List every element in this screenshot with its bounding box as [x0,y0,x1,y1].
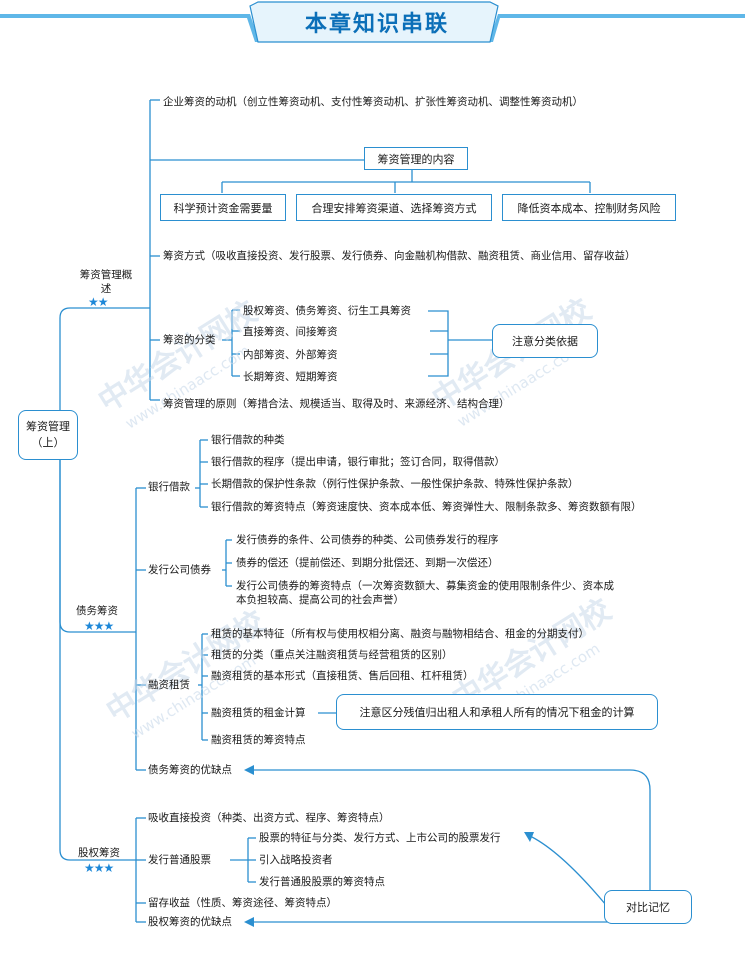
class-note-box: 注意分类依据 [492,324,598,358]
lease-item: 融资租赁的筹资特点 [211,734,306,746]
lease-item: 租赁的分类（重点关注融资租赁与经营租赁的区别） [211,649,453,661]
bank-item: 长期借款的保护性条款（例行性保护条款、一般性保护条款、特殊性保护条款） [211,478,579,490]
class-item: 直接筹资、间接筹资 [243,326,338,338]
bond-item: 发行公司债券的筹资特点（一次筹资数额大、募集资金的使用限制条件少、资本成 [236,580,614,592]
bank-item: 银行借款的程序（提出申请，银行审批；签订合同，取得借款） [211,456,505,468]
star-rating: ★★ [88,295,108,309]
stock-label: 发行普通股票 [148,854,211,866]
classification-label: 筹资的分类 [163,334,216,346]
class-item: 内部筹资、外部筹资 [243,349,338,361]
direct-investment-text: 吸收直接投资（种类、出资方式、程序、筹资特点） [148,812,390,824]
stock-item: 股票的特征与分类、发行方式、上市公司的股票发行 [259,832,501,844]
root-label: 筹资管理（上） [26,420,70,449]
motive-text: 企业筹资的动机（创立性筹资动机、支付性筹资动机、扩张性筹资动机、调整性筹资动机） [163,96,583,108]
star-rating: ★★★ [84,861,114,875]
compare-note-box: 对比记忆 [604,890,692,924]
star-rating: ★★★ [84,619,114,633]
section-label-equity: 股权筹资 [78,847,120,859]
lease-item: 租赁的基本特征（所有权与使用权相分离、融资与融物相结合、租金的分期支付） [211,628,589,640]
equity-pros-cons: 股权筹资的优缺点 [148,916,232,928]
class-item: 长期筹资、短期筹资 [243,371,338,383]
bond-item: 本负担较高、提高公司的社会声誉） [236,594,404,606]
class-item: 股权筹资、债务筹资、衍生工具筹资 [243,305,411,317]
content-item-box: 科学预计资金需要量 [160,194,286,221]
lease-item: 融资租赁的租金计算 [211,707,306,719]
stock-item: 发行普通股股票的筹资特点 [259,876,385,888]
section-label-overview: 筹资管理概述 [79,269,133,295]
content-title-box: 筹资管理的内容 [364,147,468,170]
bond-item: 发行债券的条件、公司债券的种类、公司债券发行的程序 [236,534,499,546]
bond-label: 发行公司债券 [148,564,211,576]
content-item-box: 降低资本成本、控制财务风险 [502,194,676,221]
methods-text: 筹资方式（吸收直接投资、发行股票、发行债券、向金融机构借款、融资租赁、商业信用、… [163,250,636,262]
root-node: 筹资管理（上） [18,410,78,460]
stock-item: 引入战略投资者 [259,854,333,866]
lease-note-box: 注意区分残值归出租人和承租人所有的情况下租金的计算 [336,694,658,730]
bank-item: 银行借款的种类 [211,434,285,446]
lease-item: 融资租赁的基本形式（直接租赁、售后回租、杠杆租赁） [211,670,474,682]
page-title: 本章知识串联 [304,12,449,37]
lease-label: 融资租赁 [148,679,190,691]
bond-item: 债券的偿还（提前偿还、到期分批偿还、到期一次偿还） [236,557,499,569]
section-label-debt: 债务筹资 [76,605,118,617]
content-item-box: 合理安排筹资渠道、选择筹资方式 [296,194,492,221]
principles-text: 筹资管理的原则（筹措合法、规模适当、取得及时、来源经济、结构合理） [163,398,510,410]
bank-loan-label: 银行借款 [148,481,190,493]
retained-earnings-text: 留存收益（性质、筹资途径、筹资特点） [148,897,337,909]
bank-item: 银行借款的筹资特点（筹资速度快、资本成本低、筹资弹性大、限制条款多、筹资数额有限… [211,501,642,513]
debt-pros-cons: 债务筹资的优缺点 [148,764,232,776]
